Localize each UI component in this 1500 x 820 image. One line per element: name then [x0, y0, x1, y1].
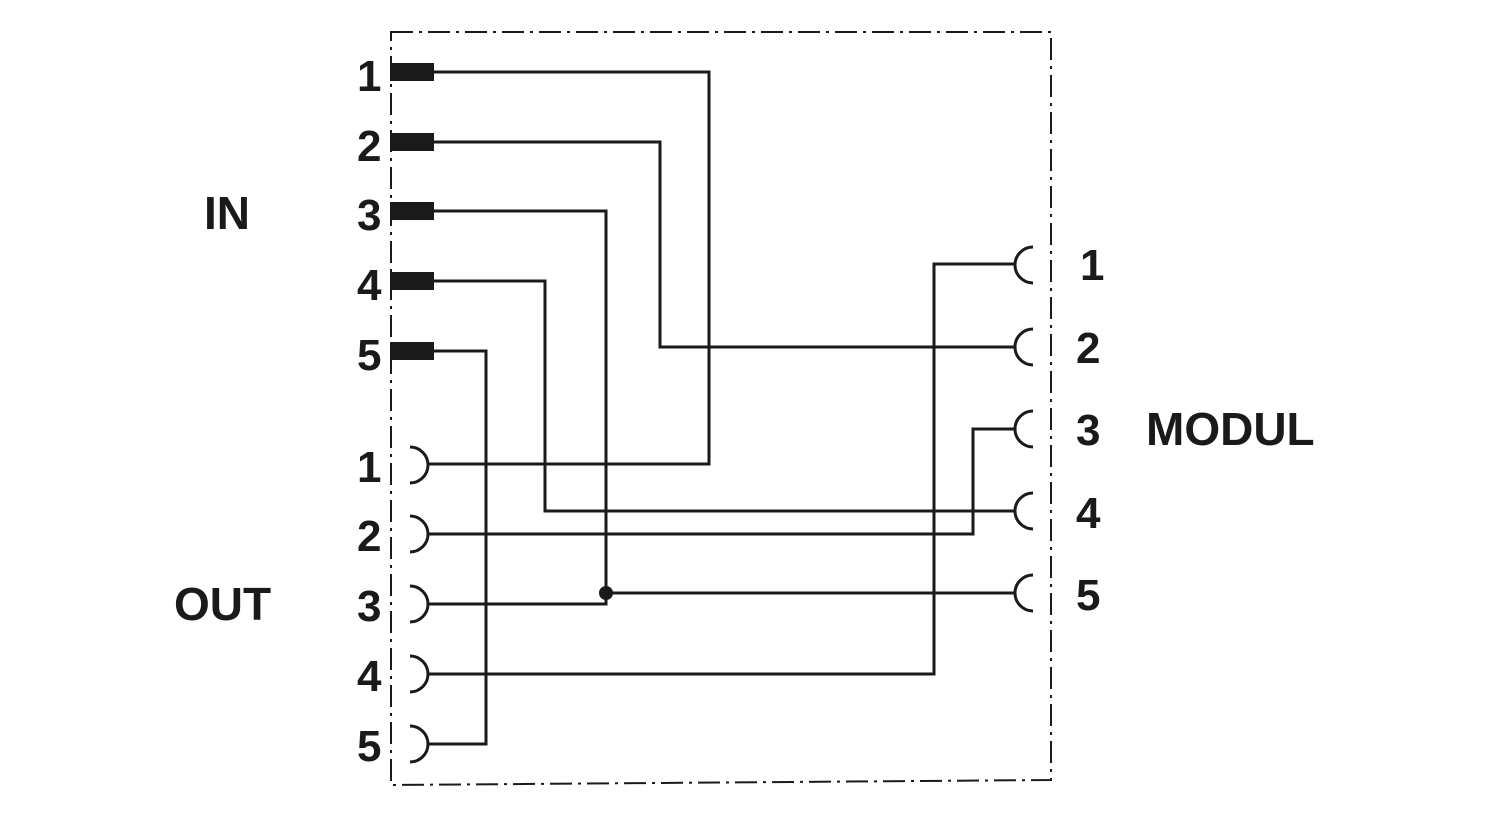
out-socket-3 — [409, 584, 430, 624]
group-label-modul: MODUL — [1146, 403, 1315, 455]
in-pin-5-contact — [390, 342, 434, 360]
out-socket-2 — [409, 514, 430, 554]
modul-socket-3 — [1013, 409, 1034, 449]
out-socket-1 — [409, 445, 430, 485]
modul-pin-label-2: 2 — [1076, 324, 1100, 373]
wire-in5-out5 — [428, 349, 488, 746]
modul-pin-label-1: 1 — [1080, 241, 1104, 290]
out-socket-5 — [409, 724, 430, 764]
in-pin-label-4: 4 — [357, 261, 382, 310]
in-pin-2-contact — [390, 133, 434, 151]
in-pin-label-5: 5 — [357, 331, 381, 380]
out-pin-label-4: 4 — [357, 652, 382, 701]
modul-socket-4 — [1013, 491, 1034, 531]
wire-in2-modul2 — [434, 140, 1015, 349]
in-pin-label-2: 2 — [357, 122, 381, 171]
out-pin-label-3: 3 — [357, 582, 381, 631]
out-pin-label-2: 2 — [357, 512, 381, 561]
modul-socket-1 — [1013, 245, 1034, 285]
in-pin-3-contact — [390, 202, 434, 220]
wire-in4-modul4 — [434, 279, 1015, 513]
in-pin-label-1: 1 — [357, 52, 381, 101]
modul-pin-label-5: 5 — [1076, 571, 1100, 620]
junction-dot — [599, 586, 613, 600]
group-label-in: IN — [204, 187, 250, 239]
wire-in1-out1 — [428, 70, 711, 466]
in-pin-1-contact — [390, 63, 434, 81]
modul-socket-5 — [1013, 573, 1034, 613]
in-pin-label-3: 3 — [357, 191, 381, 240]
out-socket-4 — [409, 654, 430, 694]
enclosure-frame — [390, 31, 1052, 787]
modul-socket-2 — [1013, 327, 1034, 367]
group-label-out: OUT — [174, 578, 271, 630]
in-pin-4-contact — [390, 272, 434, 290]
wire-out2-modul3 — [428, 427, 1015, 536]
out-pin-label-5: 5 — [357, 722, 381, 771]
wire-in3-out3 — [428, 209, 608, 606]
modul-pin-label-3: 3 — [1076, 406, 1100, 455]
out-pin-label-1: 1 — [357, 443, 381, 492]
wire-out4-modul1 — [428, 262, 1015, 676]
modul-pin-label-4: 4 — [1076, 489, 1101, 538]
